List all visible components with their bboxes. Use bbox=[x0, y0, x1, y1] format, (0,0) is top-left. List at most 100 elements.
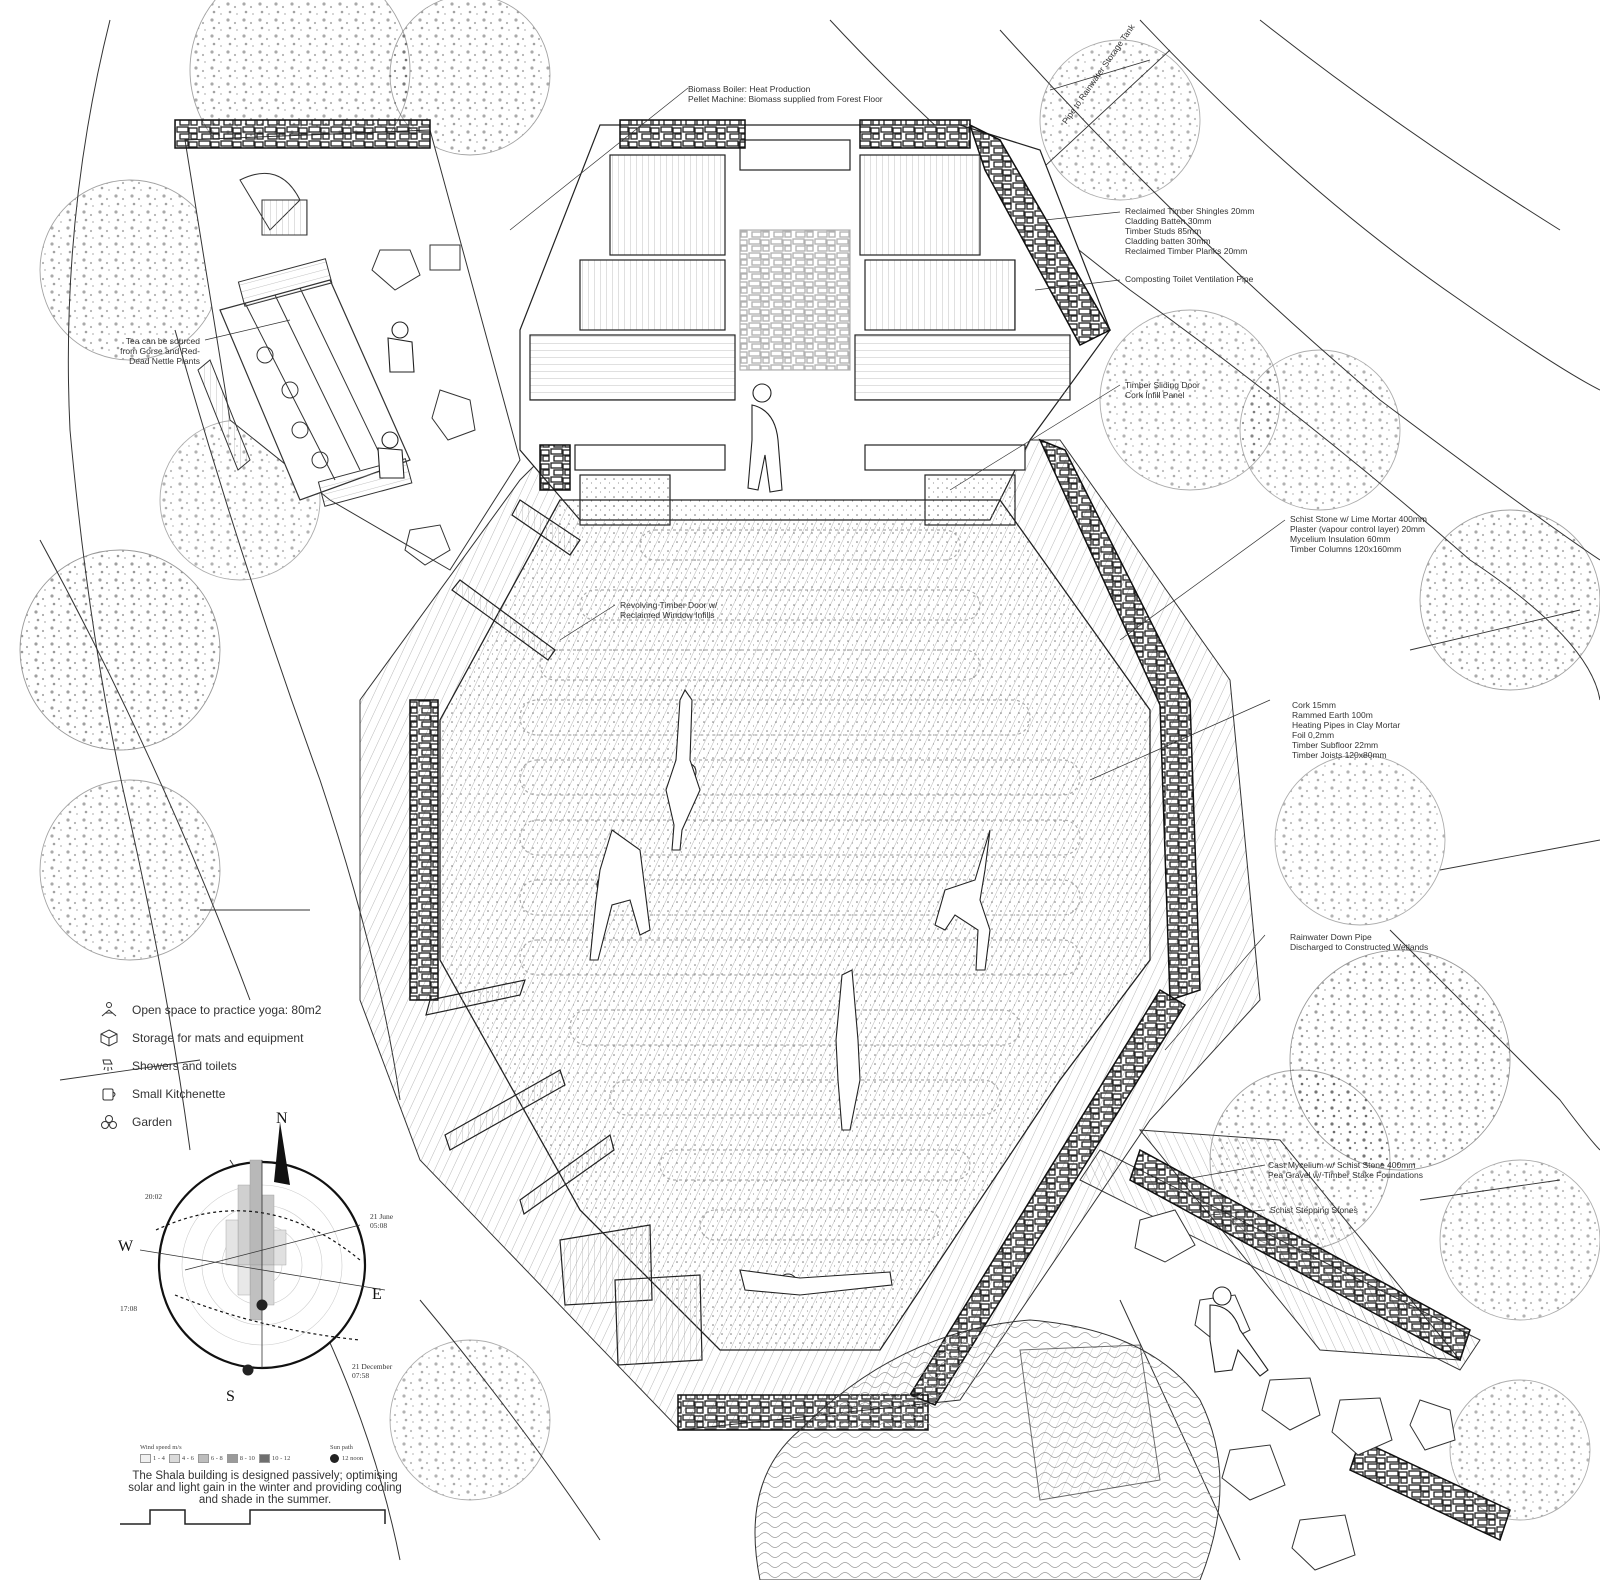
note-foundation: Cast Mycelium w/ Schist Stone 400mm Pea … bbox=[1268, 1160, 1423, 1180]
kitchen-icon bbox=[102, 1088, 116, 1101]
caption: The Shala building is designed passively… bbox=[125, 1470, 405, 1506]
note-line: Timber Studs 85mm bbox=[1125, 226, 1202, 236]
wind-bin-swatch bbox=[226, 1454, 238, 1463]
note-line: Schist Stone w/ Lime Mortar 400mm bbox=[1290, 514, 1427, 524]
note-line: Cork Infill Panel bbox=[1125, 390, 1185, 400]
legend: Open space to practice yoga: 80m2 Storag… bbox=[100, 996, 330, 1136]
note-tea: Tea can be sourced from Gorse and Red- D… bbox=[100, 336, 200, 366]
wind-bin: 8 - 10 bbox=[226, 1454, 255, 1463]
noon-dot-icon bbox=[330, 1454, 339, 1463]
note-line: Pellet Machine: Biomass supplied from Fo… bbox=[688, 94, 883, 104]
north-arrow bbox=[274, 1122, 290, 1185]
person-walking bbox=[747, 383, 783, 493]
noon-sun-summer bbox=[256, 1299, 268, 1311]
legend-item-kitchenette: Small Kitchenette bbox=[100, 1080, 330, 1108]
note-line: Reclaimed Timber Shingles 20mm bbox=[1125, 206, 1255, 216]
person-yoga-1 bbox=[665, 688, 701, 851]
note-line: Composting Toilet Ventilation Pipe bbox=[1125, 274, 1254, 284]
scale-bar bbox=[120, 1509, 386, 1525]
person-garden bbox=[1209, 1286, 1269, 1377]
sun-june-label: 21 June bbox=[370, 1212, 394, 1221]
note-rainwater: Rainwater Down Pipe Discharged to Constr… bbox=[1290, 932, 1428, 952]
person-seated-1 bbox=[387, 321, 415, 373]
note-line: Biomass Boiler: Heat Production bbox=[688, 84, 811, 94]
legend-item-yoga: Open space to practice yoga: 80m2 bbox=[100, 996, 330, 1024]
noon-label: 12 noon bbox=[342, 1455, 364, 1462]
note-line: Pea Gravel w/ Timber Stake Foundations bbox=[1268, 1170, 1423, 1180]
wind-rose-bars bbox=[225, 1159, 287, 1321]
note-line: Timber Columns 120x160mm bbox=[1290, 544, 1402, 554]
yoga-floor bbox=[439, 499, 1151, 1351]
service-wing bbox=[519, 124, 1111, 526]
note-line: Reclaimed Window Infills bbox=[620, 610, 715, 620]
note-line: Timber Subfloor 22mm bbox=[1292, 740, 1379, 750]
note-line: Rainwater Down Pipe bbox=[1290, 932, 1372, 942]
note-sliding-door: Timber Sliding Door Cork Infill Panel bbox=[1125, 380, 1200, 400]
person-seated-2 bbox=[377, 431, 405, 479]
sun-december-time: 07:58 bbox=[352, 1371, 370, 1380]
schist-stone-walls bbox=[174, 119, 1511, 1542]
note-toilet-pipe: Composting Toilet Ventilation Pipe bbox=[1125, 274, 1253, 284]
legend-label: Small Kitchenette bbox=[132, 1087, 226, 1101]
sun-time-2002: 20:02 bbox=[145, 1192, 163, 1201]
note-line: Cladding Batten 30mm bbox=[1125, 216, 1212, 226]
note-line: Cast Mycelium w/ Schist Stone 400mm bbox=[1268, 1160, 1416, 1170]
caption-line: and shade in the summer. bbox=[198, 1494, 332, 1506]
wind-bin-swatch bbox=[168, 1454, 180, 1463]
legend-item-garden: Garden bbox=[100, 1108, 330, 1136]
person-yoga-3 bbox=[934, 829, 991, 971]
legend-item-showers: Showers and toilets bbox=[100, 1052, 330, 1080]
note-line: Discharged to Constructed Wetlands bbox=[1290, 942, 1429, 952]
wind-bin-label: 4 - 6 bbox=[181, 1455, 194, 1462]
wind-legend-title: Wind speed m/s bbox=[140, 1444, 182, 1451]
outdoor-terrace bbox=[184, 129, 521, 571]
sun-december: 21 December 07:58 bbox=[352, 1362, 392, 1380]
compass-west: W bbox=[118, 1238, 134, 1255]
wind-bin-label: 1 - 4 bbox=[153, 1455, 165, 1462]
compass-east: E bbox=[372, 1286, 382, 1303]
sun-legend-title: Sun path bbox=[330, 1444, 353, 1451]
note-line: Heating Pipes in Clay Mortar bbox=[1292, 720, 1401, 730]
garden bbox=[754, 1209, 1456, 1580]
sun-path-compass bbox=[139, 1122, 386, 1376]
compass-north: N bbox=[276, 1110, 288, 1127]
note-line: Timber Sliding Door bbox=[1125, 380, 1200, 390]
sun-june-time: 05:08 bbox=[370, 1221, 388, 1230]
legend-label: Garden bbox=[132, 1115, 173, 1129]
person-yoga-4 bbox=[835, 969, 861, 1131]
wind-bin-swatch bbox=[197, 1454, 209, 1463]
caption-line: solar and light gain in the winter and p… bbox=[128, 1482, 402, 1494]
noon-legend: 12 noon bbox=[330, 1454, 363, 1463]
note-biomass: Biomass Boiler: Heat Production Pellet M… bbox=[688, 84, 883, 104]
yoga-hall bbox=[439, 499, 1151, 1351]
legend-label: Showers and toilets bbox=[132, 1059, 237, 1073]
sun-december-label: 21 December bbox=[352, 1362, 393, 1371]
compass-south: S bbox=[226, 1388, 235, 1405]
wind-bin: 1 - 4 bbox=[140, 1454, 165, 1463]
note-line: Plaster (vapour control layer) 20mm bbox=[1290, 524, 1426, 534]
yoga-mat-outlines bbox=[519, 529, 1081, 1241]
sun-time-1708: 17:08 bbox=[120, 1304, 138, 1313]
person-yoga-2 bbox=[589, 829, 651, 961]
note-line: Revolving Timber Door w/ bbox=[620, 600, 718, 610]
noon-sun-winter bbox=[242, 1364, 254, 1376]
legend-label: Storage for mats and equipment bbox=[132, 1031, 304, 1045]
note-floor: Cork 15mm Rammed Earth 100m Heating Pipe… bbox=[1292, 700, 1400, 760]
note-line: Schist Stepping Stones bbox=[1270, 1205, 1358, 1215]
wind-bin: 10 - 12 bbox=[258, 1454, 291, 1463]
note-line: Cork 15mm bbox=[1292, 700, 1336, 710]
sun-june: 21 June 05:08 bbox=[370, 1212, 393, 1230]
people bbox=[377, 321, 1269, 1377]
note-line: from Gorse and Red- bbox=[120, 346, 200, 356]
annotation-leaders bbox=[204, 87, 1286, 1216]
wind-bin-swatch bbox=[140, 1454, 151, 1463]
shower-icon bbox=[102, 1059, 113, 1071]
note-stepping-stones: Schist Stepping Stones bbox=[1270, 1205, 1358, 1215]
legend-item-storage: Storage for mats and equipment bbox=[100, 1024, 330, 1052]
note-line: Mycelium Insulation 60mm bbox=[1290, 534, 1391, 544]
person-yoga-5 bbox=[739, 1269, 893, 1296]
note-line: Timber Joists 120x80mm bbox=[1292, 750, 1387, 760]
wind-bin-label: 10 - 12 bbox=[271, 1455, 291, 1462]
wind-bin-label: 6 - 8 bbox=[210, 1455, 223, 1462]
